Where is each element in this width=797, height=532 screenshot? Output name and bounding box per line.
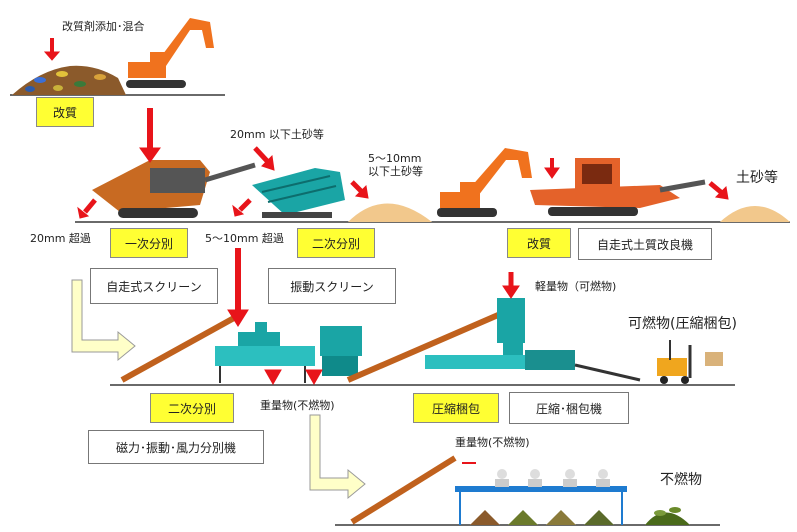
hand-sorting-platform [455,469,627,525]
box-kaishitsu-mid: 改質 [507,228,571,258]
heavy-material-label-1: 重量物(不燃物) [260,399,335,412]
machine-soil-improver: 自走式土質改良機 [578,228,712,260]
box-compress-pack: 圧縮梱包 [413,393,499,423]
conveyor-belt-3 [350,455,457,525]
forklift [657,340,723,384]
mid-oversize-label: 5～10mm 超過 [205,232,284,245]
flow-arrow-2 [309,414,366,500]
box-primary-sort: 一次分別 [110,228,188,258]
self-propelled-screen [92,160,256,218]
machine-baler: 圧縮･梱包機 [509,392,629,424]
soil-improvement-machine [530,158,706,216]
vibrating-screen [252,168,345,218]
soil-pile-mixed [12,65,126,95]
compression-baler [425,298,641,382]
machine-separator: 磁力･振動･風力分別機 [88,430,264,464]
box-secondary-sort-1: 二次分別 [297,228,375,258]
excavator-mid [437,148,532,217]
non-combustible-pile [645,507,690,525]
machine-vibrating-screen: 振動スクリーン [268,268,396,304]
separator-machine [215,322,362,383]
box-secondary-sort-2: 二次分別 [150,393,234,423]
mid-soil-label: 5～10mm 以下土砂等 [368,152,423,179]
output-combustible-label: 可燃物(圧縮梱包) [628,316,737,332]
machine-self-propelled-screen: 自走式スクリーン [90,268,218,304]
fine-soil-label: 20mm 以下土砂等 [230,128,324,141]
sand-pile-2 [720,206,790,222]
conveyor-belt-2 [346,309,507,383]
box-kaishitsu-top: 改質 [36,97,94,127]
output-noncombustible-label: 不燃物 [660,472,702,488]
excavator-top [126,18,214,88]
mixing-agent-label: 改質剤添加･混合 [62,20,145,33]
oversize-label: 20mm 超過 [30,232,91,245]
conveyor-belt-1 [120,315,236,383]
red-arrows [43,38,729,386]
output-soil-label: 土砂等 [736,170,778,186]
flow-arrow-1 [71,279,136,362]
sand-pile-1 [348,203,432,222]
heavy-material-label-2: 重量物(不燃物) [455,436,530,449]
light-material-label: 軽量物（可燃物) [535,280,617,293]
